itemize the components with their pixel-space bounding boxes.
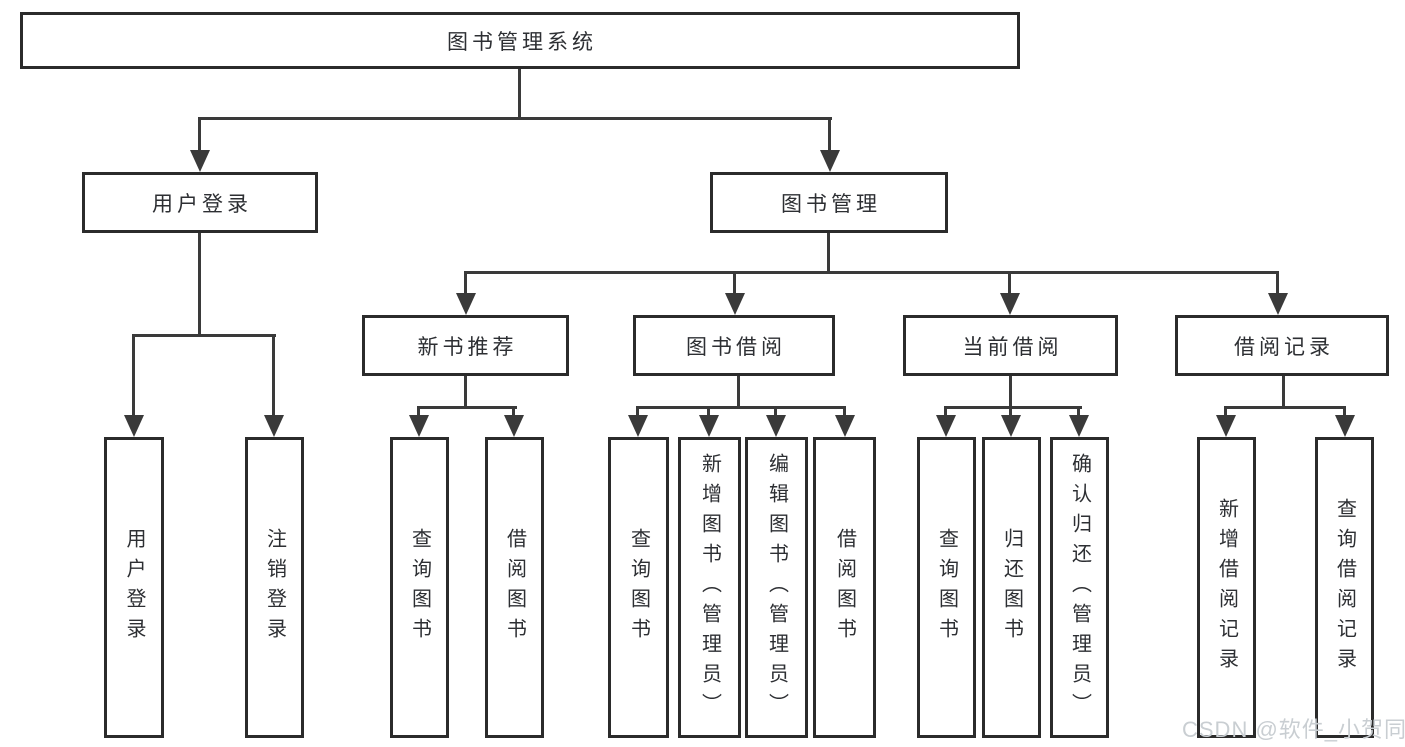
connector-line	[1276, 271, 1279, 295]
leaf-borrow-books-2: 借阅图书	[813, 437, 876, 738]
connector-line	[636, 406, 846, 409]
arrowhead-down-icon	[766, 415, 786, 437]
connector-line	[464, 271, 467, 295]
leaf-query-books-3-label: 查询图书	[935, 527, 958, 648]
arrowhead-down-icon	[699, 415, 719, 437]
leaf-edit-books-admin-label: 编辑图书（管理员）	[765, 452, 788, 723]
connector-line	[464, 271, 1279, 274]
connector-line	[518, 68, 521, 119]
connector-line	[843, 406, 846, 418]
leaf-query-books-1-label: 查询图书	[408, 527, 431, 648]
connector-line	[132, 334, 276, 337]
arrowhead-down-icon	[1216, 415, 1236, 437]
leaf-query-books-3: 查询图书	[917, 437, 976, 738]
connector-line	[737, 376, 740, 409]
node-current-borrow: 当前借阅	[903, 315, 1118, 376]
node-user-login: 用户登录	[82, 172, 318, 233]
arrowhead-down-icon	[1335, 415, 1355, 437]
leaf-query-borrow-record: 查询借阅记录	[1315, 437, 1374, 738]
connector-line	[1282, 376, 1285, 409]
connector-line	[774, 406, 777, 418]
connector-line	[1077, 406, 1080, 418]
connector-line	[1009, 376, 1012, 409]
connector-line	[272, 334, 275, 417]
connector-line	[1009, 406, 1012, 418]
leaf-add-borrow-record-label: 新增借阅记录	[1215, 497, 1238, 678]
node-borrow-record-label: 借阅记录	[1234, 335, 1334, 359]
connector-line	[944, 406, 947, 418]
leaf-edit-books-admin: 编辑图书（管理员）	[745, 437, 808, 738]
connector-line	[944, 406, 1082, 409]
connector-line	[827, 233, 830, 274]
node-new-book-recommend-label: 新书推荐	[417, 335, 518, 359]
connector-line	[1008, 271, 1011, 295]
arrowhead-down-icon	[936, 415, 956, 437]
connector-line	[464, 376, 467, 409]
connector-line	[1224, 406, 1227, 418]
arrowhead-down-icon	[124, 415, 144, 437]
leaf-logout-label: 注销登录	[263, 527, 286, 648]
node-book-management-label: 图书管理	[781, 192, 881, 216]
leaf-add-borrow-record: 新增借阅记录	[1197, 437, 1256, 738]
arrowhead-down-icon	[1000, 293, 1020, 315]
leaf-confirm-return-admin: 确认归还（管理员）	[1050, 437, 1109, 738]
arrowhead-down-icon	[409, 415, 429, 437]
node-root: 图书管理系统	[20, 12, 1020, 69]
connector-line	[707, 406, 710, 418]
leaf-borrow-books-2-label: 借阅图书	[833, 527, 856, 648]
connector-line	[198, 117, 832, 120]
arrowhead-down-icon	[190, 150, 210, 172]
connector-line	[417, 406, 517, 409]
node-book-management: 图书管理	[710, 172, 948, 233]
arrowhead-down-icon	[1268, 293, 1288, 315]
connector-line	[132, 334, 135, 417]
node-current-borrow-label: 当前借阅	[962, 335, 1063, 359]
node-book-borrow-label: 图书借阅	[686, 335, 786, 359]
arrowhead-down-icon	[504, 415, 524, 437]
connector-line	[198, 117, 201, 152]
leaf-borrow-books-1-label: 借阅图书	[503, 527, 526, 648]
leaf-return-books: 归还图书	[982, 437, 1041, 738]
arrowhead-down-icon	[456, 293, 476, 315]
arrowhead-down-icon	[628, 415, 648, 437]
leaf-add-books-admin-label: 新增图书（管理员）	[698, 452, 721, 723]
node-user-login-label: 用户登录	[152, 192, 252, 216]
leaf-borrow-books-1: 借阅图书	[485, 437, 544, 738]
leaf-query-borrow-record-label: 查询借阅记录	[1333, 497, 1356, 678]
connector-line	[733, 271, 736, 295]
connector-line	[1224, 406, 1346, 409]
arrowhead-down-icon	[1069, 415, 1089, 437]
connector-line	[198, 233, 201, 336]
leaf-query-books-2-label: 查询图书	[627, 527, 650, 648]
connector-line	[417, 406, 420, 418]
leaf-query-books-1: 查询图书	[390, 437, 449, 738]
node-root-label: 图书管理系统	[447, 30, 597, 54]
connector-line	[636, 406, 639, 418]
arrowhead-down-icon	[835, 415, 855, 437]
arrowhead-down-icon	[1001, 415, 1021, 437]
connector-line	[1343, 406, 1346, 418]
csdn-watermark: CSDN @软件_小贺同学	[1182, 717, 1405, 742]
leaf-return-books-label: 归还图书	[1000, 527, 1023, 648]
node-borrow-record: 借阅记录	[1175, 315, 1389, 376]
connector-line	[512, 406, 515, 418]
leaf-query-books-2: 查询图书	[608, 437, 669, 738]
leaf-user-login-label: 用户登录	[123, 527, 145, 648]
arrowhead-down-icon	[820, 150, 840, 172]
arrowhead-down-icon	[725, 293, 745, 315]
arrowhead-down-icon	[264, 415, 284, 437]
node-new-book-recommend: 新书推荐	[362, 315, 569, 376]
leaf-confirm-return-admin-label: 确认归还（管理员）	[1068, 452, 1091, 723]
node-book-borrow: 图书借阅	[633, 315, 835, 376]
leaf-user-login: 用户登录	[104, 437, 164, 738]
connector-line	[828, 117, 831, 152]
leaf-add-books-admin: 新增图书（管理员）	[678, 437, 741, 738]
leaf-logout: 注销登录	[245, 437, 304, 738]
